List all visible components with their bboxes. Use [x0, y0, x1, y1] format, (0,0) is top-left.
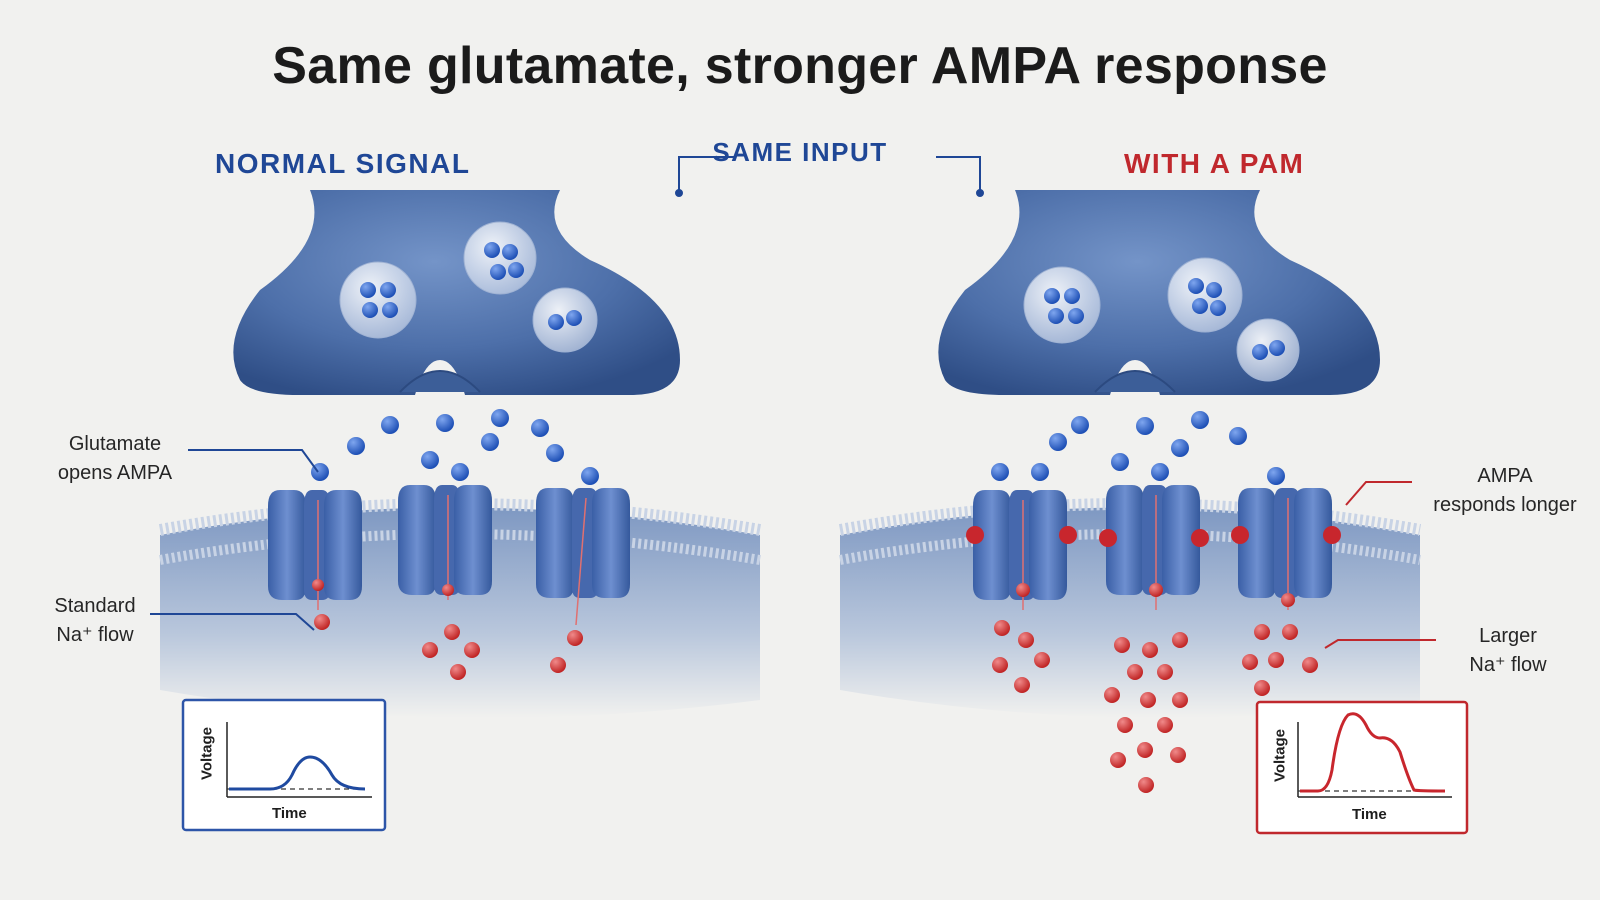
vesicle-left-2: [463, 221, 537, 295]
ampa-channel-right-2: [1099, 485, 1209, 610]
graph-left-ylabel: Voltage: [198, 726, 216, 781]
standard-flow-label-line1: Standard: [54, 595, 136, 617]
lipid-bilayer-right: [838, 498, 1422, 536]
ampa-channel-left-2: [398, 485, 492, 600]
voltage-trace-pam: [1300, 712, 1446, 793]
voltage-graph-left: [181, 698, 387, 832]
leader-line-ampa-responds: [1345, 481, 1412, 506]
graph-left-xlabel: Time: [272, 805, 307, 822]
ampa-responds-label-line1: AMPA: [1477, 465, 1533, 487]
page-title: Same glutamate, stronger AMPA response: [272, 37, 1328, 95]
sodium-ions-right: [992, 620, 1318, 793]
larger-flow-label-line2: Na⁺ flow: [1469, 654, 1547, 676]
glutamate-label: Glutamate opens AMPA: [40, 430, 190, 488]
glutamate-label-line1: Glutamate: [68, 433, 162, 455]
presynaptic-terminal-right: [938, 190, 1380, 395]
right-panel: [838, 190, 1469, 835]
presynaptic-terminal-left: [233, 190, 681, 395]
glutamate-molecules-left: [311, 409, 599, 485]
graph-right-xlabel: Time: [1352, 806, 1387, 823]
graph-right-ylabel: Voltage: [1271, 728, 1289, 783]
voltage-trace-normal: [229, 755, 366, 791]
ampa-responds-label: AMPA responds longer: [1420, 462, 1590, 520]
same-input-heading: SAME INPUT: [712, 137, 888, 167]
leader-line-standard-flow: [150, 613, 315, 631]
standard-flow-label-line2: Na⁺ flow: [56, 624, 134, 646]
larger-flow-label: Larger Na⁺ flow: [1438, 622, 1578, 680]
glutamate-molecules-right: [991, 411, 1285, 485]
ampa-channel-right-3: [1231, 488, 1341, 610]
ampa-channel-left-1: [268, 490, 362, 630]
sodium-ions-left: [422, 624, 583, 680]
larger-flow-label-line1: Larger: [1479, 625, 1537, 647]
vesicle-left-1: [339, 261, 417, 339]
leader-line-larger-flow: [1324, 639, 1436, 649]
leader-line-glutamate: [188, 449, 319, 473]
ampa-responds-label-line2: responds longer: [1433, 494, 1577, 516]
same-input-bracket: [675, 156, 984, 197]
glutamate-label-line2: opens AMPA: [57, 462, 173, 484]
left-panel: [150, 190, 761, 832]
vesicle-right-2: [1167, 257, 1243, 333]
with-pam-heading: WITH A PAM: [1124, 148, 1305, 179]
ampa-channel-left-3: [536, 488, 630, 626]
normal-signal-heading: NORMAL SIGNAL: [215, 148, 471, 179]
vesicle-right-1: [1023, 266, 1101, 344]
standard-flow-label: Standard Na⁺ flow: [30, 592, 160, 650]
ampa-channel-right-1: [966, 490, 1077, 610]
voltage-graph-right: [1255, 700, 1469, 835]
vesicle-right-3: [1236, 318, 1300, 382]
vesicle-left-3: [532, 287, 598, 353]
